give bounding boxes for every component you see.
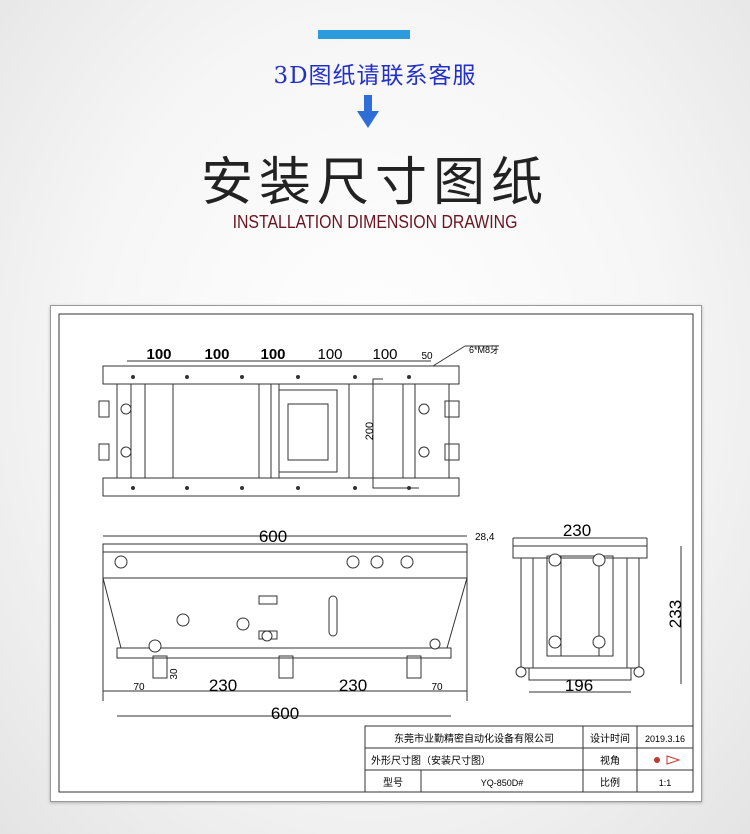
model-label: 型号 xyxy=(383,776,403,789)
projection-symbol-icon xyxy=(654,755,681,765)
dim-100-b: 100 xyxy=(204,346,229,363)
front-side-dim: 28,4 xyxy=(475,532,495,543)
side-view xyxy=(512,538,648,681)
title-block xyxy=(364,725,694,793)
front-top-dim: 600 xyxy=(259,527,287,546)
front-view xyxy=(102,543,468,701)
foot-height-dim: 30 xyxy=(169,668,180,680)
drawing-name: 外形尺寸图（安装尺寸图） xyxy=(371,754,491,767)
dim-100-d: 100 xyxy=(317,346,342,363)
company-name: 东莞市业勤精密自动化设备有限公司 xyxy=(394,732,554,745)
front-span-1: 230 xyxy=(209,676,237,695)
view-label: 视角 xyxy=(600,754,620,767)
page-subtitle: INSTALLATION DIMENSION DRAWING xyxy=(232,212,518,232)
front-span-2: 230 xyxy=(339,676,367,695)
dim-100-c: 100 xyxy=(260,346,285,363)
side-height-dim: 233 xyxy=(666,600,685,628)
drawing-canvas: 100 100 100 100 100 50 6*M8牙 200 600 28,… xyxy=(58,313,694,793)
scale-label: 比例 xyxy=(600,776,620,789)
contact-note: 3D图纸请联系客服 xyxy=(273,63,477,89)
top-view xyxy=(98,365,460,497)
design-time-label: 设计时间 xyxy=(590,732,630,745)
design-time-value: 2019.3.16 xyxy=(645,734,685,744)
model-value: YQ-850D# xyxy=(481,778,524,788)
dim-50: 50 xyxy=(421,351,433,362)
scale-value: 1:1 xyxy=(659,778,672,788)
side-base-dim: 196 xyxy=(565,676,593,695)
side-top-dim: 230 xyxy=(563,521,591,540)
installation-drawing: 100 100 100 100 100 50 6*M8牙 200 600 28,… xyxy=(50,305,702,802)
dim-200: 200 xyxy=(364,422,376,440)
front-left-margin: 70 xyxy=(133,682,145,693)
dim-100-a: 100 xyxy=(146,346,171,363)
page-title: 安装尺寸图纸 xyxy=(200,153,549,213)
front-right-margin: 70 xyxy=(431,682,443,693)
thread-note: 6*M8牙 xyxy=(469,345,499,355)
dim-100-e: 100 xyxy=(372,346,397,363)
front-total-dim: 600 xyxy=(271,704,299,723)
arrow-down-icon xyxy=(357,95,379,128)
accent-bar xyxy=(318,30,410,39)
